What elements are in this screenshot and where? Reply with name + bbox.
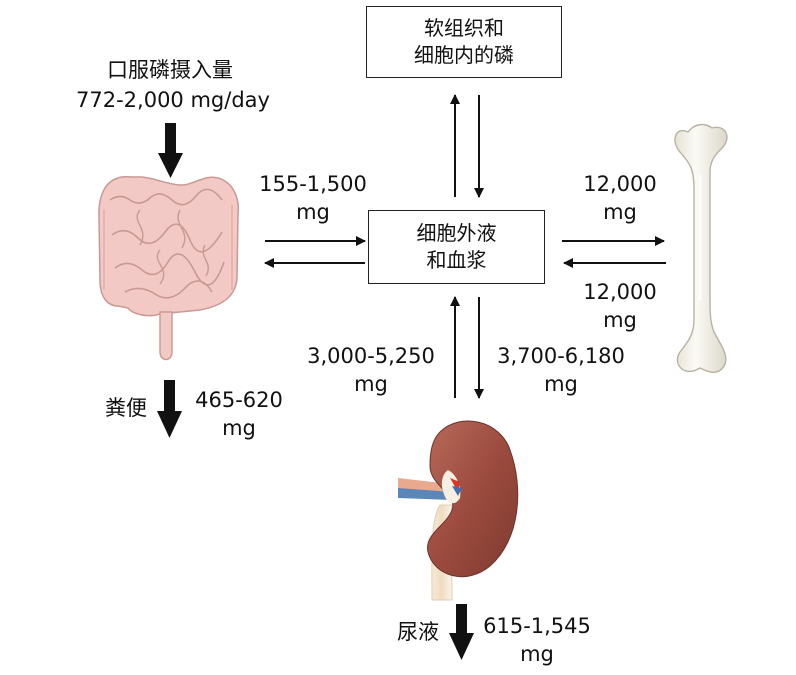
urine-amount: 615-1,545 bbox=[483, 614, 591, 638]
filtered-amount: 3,700-6,180 bbox=[497, 344, 625, 368]
gut-exchange-unit: mg bbox=[296, 200, 330, 224]
urine-unit: mg bbox=[520, 642, 554, 666]
urine-label: 尿液 bbox=[397, 620, 439, 644]
from-bone-amount: 12,000 bbox=[583, 280, 657, 304]
intake-arrow bbox=[158, 123, 183, 178]
to-bone-unit: mg bbox=[603, 200, 637, 224]
kidney-illustration bbox=[398, 420, 519, 601]
ecf-line2: 和血浆 bbox=[426, 248, 487, 272]
intake-label: 口服磷摄入量 bbox=[107, 58, 233, 82]
feces-unit: mg bbox=[222, 416, 256, 440]
to-bone-amount: 12,000 bbox=[583, 172, 657, 196]
from-bone-unit: mg bbox=[603, 308, 637, 332]
soft-tissue-box: 软组织和 细胞内的磷 bbox=[366, 6, 562, 78]
soft-tissue-line2: 细胞内的磷 bbox=[414, 43, 514, 67]
ecf-line1: 细胞外液 bbox=[416, 221, 497, 245]
bone-illustration bbox=[674, 123, 728, 373]
feces-amount: 465-620 bbox=[195, 388, 283, 412]
feces-arrow bbox=[157, 380, 182, 438]
filtered-unit: mg bbox=[544, 372, 578, 396]
ecf-box: 细胞外液 和血浆 bbox=[368, 210, 545, 284]
intake-amount: 772-2,000 mg/day bbox=[76, 88, 270, 112]
intestine-illustration bbox=[98, 176, 240, 361]
feces-label: 粪便 bbox=[105, 396, 147, 420]
urine-arrow bbox=[449, 604, 474, 660]
reabsorbed-amount: 3,000-5,250 bbox=[307, 344, 435, 368]
reabsorbed-unit: mg bbox=[354, 372, 388, 396]
gut-exchange-amount: 155-1,500 bbox=[259, 172, 367, 196]
soft-tissue-line1: 软组织和 bbox=[424, 16, 504, 40]
